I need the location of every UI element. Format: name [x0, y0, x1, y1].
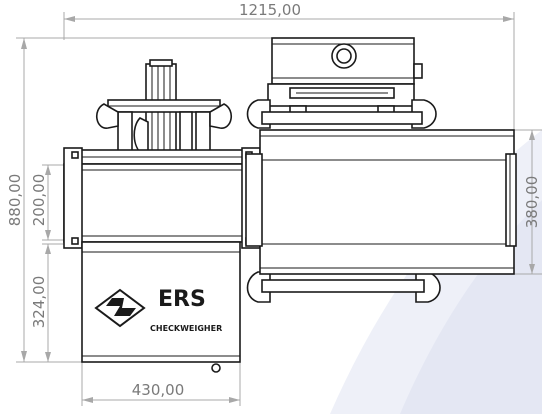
overall-height-label: 880,00: [6, 174, 24, 227]
logo-text: ERS: [158, 287, 206, 312]
dimension-overall-height: 880,00: [6, 37, 272, 363]
left-conveyor: [63, 147, 261, 249]
dimension-upper-section: 200,00: [30, 164, 64, 241]
product-text: CHECKWEIGHER: [150, 324, 222, 333]
upper-section-label: 200,00: [30, 174, 48, 227]
dimension-overall-width: 1215,00: [63, 1, 515, 130]
lower-section-label: 324,00: [30, 276, 48, 329]
ers-logo: ERS CHECKWEIGHER: [94, 287, 222, 333]
dimension-base-width: 430,00: [81, 362, 241, 406]
dimension-lower-section: 324,00: [30, 243, 80, 362]
weigh-head-box: [267, 37, 423, 121]
overall-width-label: 1215,00: [239, 1, 301, 19]
right-guide-rails: [246, 99, 441, 303]
right-section-label: 380,00: [523, 176, 541, 229]
right-conveyor: [245, 129, 517, 275]
left-guide-assembly: [96, 59, 232, 159]
base-width-label: 430,00: [132, 381, 185, 399]
dimension-right-section: 380,00: [514, 129, 542, 275]
